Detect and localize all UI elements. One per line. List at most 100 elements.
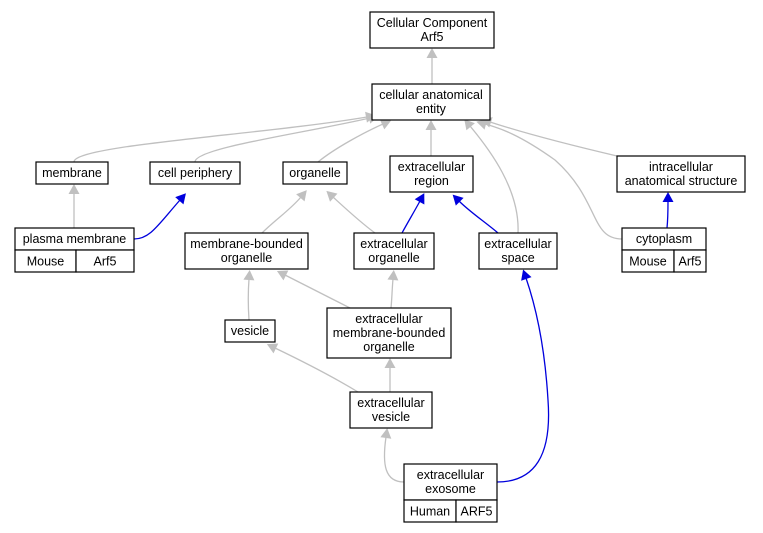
- species-cell: Human: [403, 499, 457, 523]
- cell-label: ARF5: [461, 505, 493, 519]
- node-box: [282, 161, 348, 185]
- node-box: [149, 161, 241, 185]
- species-cell: Mouse: [14, 249, 77, 273]
- edge-cytoplasm-to-intracellular: [662, 192, 674, 229]
- edge-ecvesicle-to-ecmbo: [384, 358, 396, 392]
- node-box: [478, 232, 558, 270]
- node-label: vesicle: [231, 324, 269, 338]
- arrowhead: [266, 343, 279, 354]
- edge-ecregion-to-cae: [425, 120, 437, 156]
- arrowhead: [243, 270, 255, 281]
- node-label: exosome: [425, 482, 476, 496]
- node-box: [616, 155, 746, 193]
- node-box: [369, 11, 495, 49]
- node-label: entity: [416, 102, 447, 116]
- cell-box: [673, 249, 707, 273]
- node-box: [326, 307, 452, 359]
- cell-label: Arf5: [679, 255, 702, 269]
- node-membrane[interactable]: membrane: [35, 161, 109, 185]
- arrowhead: [379, 119, 392, 130]
- edge-cellperiphery-to-cae: [194, 112, 379, 163]
- edge-ecorganelle-to-organelle: [326, 190, 376, 234]
- edge-line: [496, 277, 550, 483]
- node-label: cytoplasm: [636, 232, 692, 246]
- arrowhead: [384, 358, 396, 368]
- edge-ecmbo-to-ecorganelle: [387, 270, 399, 309]
- arrowhead: [414, 193, 425, 205]
- edge-line: [284, 274, 351, 309]
- species-cell: Mouse: [621, 249, 675, 273]
- edge-line: [247, 278, 250, 321]
- edge-ecorganelle-to-ecregion: [401, 193, 425, 234]
- node-box: [371, 83, 491, 121]
- arrowhead: [276, 270, 289, 281]
- arrowhead: [380, 428, 392, 439]
- edge-organelle-to-cae: [317, 119, 392, 163]
- edge-cae-to-root: [426, 48, 438, 85]
- edge-cytoplasm-to-cae: [476, 118, 623, 240]
- arrowhead: [326, 190, 338, 202]
- node-cellperiphery[interactable]: cell periphery: [149, 161, 241, 185]
- node-vesicle[interactable]: vesicle: [224, 319, 276, 343]
- edge-line: [274, 347, 359, 393]
- edge-line: [73, 116, 368, 163]
- edge-line: [401, 200, 421, 234]
- arrowhead: [296, 190, 307, 202]
- edge-line: [666, 200, 669, 229]
- node-label: organelle: [363, 340, 414, 354]
- node-label: cell periphery: [158, 166, 233, 180]
- node-label: Cellular Component: [377, 16, 488, 30]
- node-label: organelle: [289, 166, 340, 180]
- node-box: [35, 161, 109, 185]
- cell-label: Human: [410, 505, 450, 519]
- edge-line: [261, 196, 302, 234]
- edge-line: [317, 123, 384, 163]
- arrowhead: [452, 194, 464, 206]
- gene-cell: Arf5: [673, 249, 707, 273]
- node-label: Arf5: [421, 30, 444, 44]
- edge-vesicle-to-mbo: [243, 270, 255, 321]
- node-label: region: [414, 174, 449, 188]
- edge-line: [390, 278, 394, 309]
- node-box: [224, 319, 276, 343]
- node-box: [389, 155, 474, 193]
- node-box: [349, 391, 433, 429]
- edge-line: [489, 121, 618, 157]
- edge-ecspace-to-ecregion: [452, 194, 499, 234]
- arrowhead: [521, 269, 532, 281]
- gene-cell: Arf5: [75, 249, 135, 273]
- node-label: extracellular: [357, 396, 424, 410]
- edge-mbo-to-organelle: [261, 190, 307, 234]
- node-box: [353, 232, 435, 270]
- arrowhead: [662, 192, 674, 202]
- arrowhead: [387, 270, 399, 281]
- edge-membrane-to-cae: [73, 111, 376, 163]
- cell-label: Mouse: [629, 255, 667, 269]
- arrowhead: [68, 184, 80, 194]
- node-label: extracellular: [355, 312, 422, 326]
- edge-line: [469, 125, 519, 234]
- node-label: anatomical structure: [625, 174, 738, 188]
- node-box: [184, 232, 309, 270]
- edge-plasmamembrane-to-cellperiphery: [133, 193, 186, 240]
- node-organelle[interactable]: organelle: [282, 161, 348, 185]
- node-label: intracellular: [649, 160, 713, 174]
- node-label: cellular anatomical: [379, 88, 483, 102]
- edge-intracellular-to-cae: [481, 117, 618, 157]
- gene-cell: ARF5: [455, 499, 498, 523]
- edge-line: [332, 196, 376, 234]
